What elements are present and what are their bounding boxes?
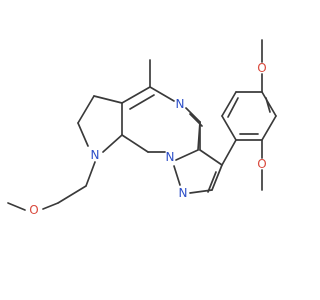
bond-n-ch2-chain <box>85 161 96 187</box>
atom-n-pyrazole: N <box>179 186 188 200</box>
atom-n-bridge: N <box>166 150 175 164</box>
bond-phenyl-5-double <box>227 97 239 118</box>
bond-ch2-n <box>77 122 89 147</box>
bond-c4-c5-pyrazole-double <box>207 171 217 193</box>
bond-ch2-a <box>93 95 123 104</box>
atom-n-pyrrolidine: N <box>91 148 100 162</box>
atom-o-para: O <box>257 61 266 75</box>
bond-phenyl-5 <box>221 91 237 117</box>
bond-c5-n-pyrazole <box>189 189 213 194</box>
bond-n-c3a <box>185 107 201 123</box>
bond-phenyl-3-double <box>265 97 271 113</box>
bond-c-c4-pyrazole <box>199 149 223 166</box>
bond-pyrazole-fused <box>197 121 201 151</box>
bond-c-c-bottom <box>121 134 149 153</box>
bond-pyrazole-phenyl <box>221 139 237 166</box>
bond-o-ch3-chain <box>7 202 26 211</box>
bond-ch2-ch2-chain <box>57 185 87 204</box>
bond-phenyl-6 <box>221 115 237 141</box>
bond-c-c-top <box>121 86 151 104</box>
bond-c-c-top-double <box>129 94 155 110</box>
bond-c4-n <box>149 86 175 102</box>
atom-o-chain: O <box>29 203 38 217</box>
bond-phenyl-3 <box>261 91 277 117</box>
molecule-structure-view: N N N N O O O <box>7 39 277 217</box>
bond-phenyl-2 <box>261 115 277 141</box>
atom-n-pyrimidine: N <box>176 97 185 111</box>
bond-c4-c5-pyrazole <box>211 164 223 191</box>
molecule-diagram: N N N N O O O <box>7 39 277 217</box>
bond-ch2-o-chain <box>42 202 59 210</box>
bond-ch2-ch2 <box>77 95 95 124</box>
bond-n-c-pyrazole <box>175 149 199 161</box>
bond-n-c-fused <box>102 134 123 153</box>
bond-n-n-pyrazole <box>173 165 181 186</box>
atom-o-meta: O <box>257 157 266 171</box>
